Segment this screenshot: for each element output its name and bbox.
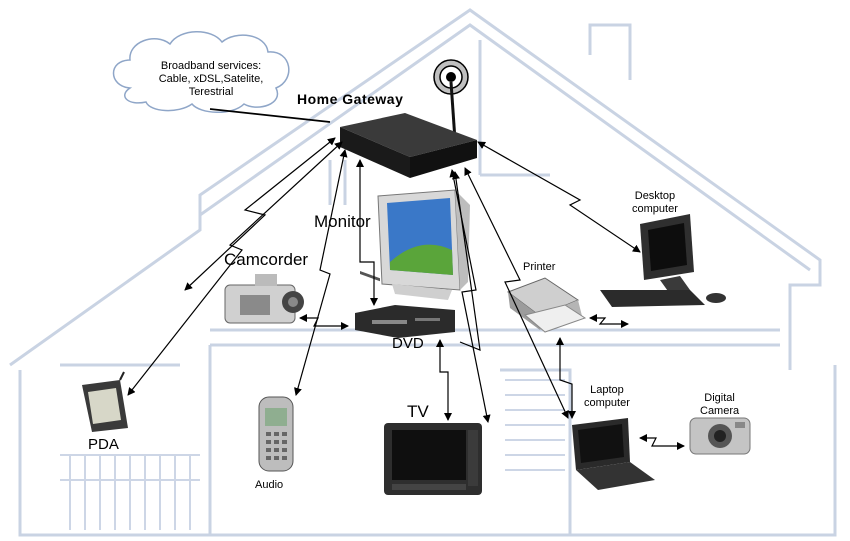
- arrow-laptop-camera: [639, 434, 685, 450]
- cloud-line-2: Cable, xDSL,Satelite,: [158, 73, 264, 86]
- camera-label-line-2: Camera: [700, 404, 740, 417]
- audio-phone-device-icon: [258, 396, 294, 472]
- laptop-label-line-2: computer: [584, 396, 630, 409]
- tv-device-icon: [384, 423, 482, 495]
- arrow-gateway-desktop: [477, 141, 641, 253]
- cloud-line-1: Broadband services:: [160, 60, 262, 72]
- arrow-printer-wireless: [589, 314, 629, 328]
- pda-label: PDA: [88, 436, 119, 453]
- dvd-player-device-icon: [355, 305, 455, 338]
- desktop-computer-device-icon: [600, 214, 726, 307]
- desktop-label-line-1: Desktop: [634, 190, 676, 202]
- arrow-gateway-audio: [294, 149, 348, 396]
- camera-label-line-1: Digital: [704, 392, 735, 404]
- cloud-link-line: [209, 108, 331, 123]
- home-gateway-device-icon: [340, 113, 477, 282]
- arrow-dvd-tv: [436, 339, 452, 421]
- gateway-label: Home Gateway: [297, 91, 404, 107]
- laptop-label-line-1: Laptop: [590, 384, 624, 396]
- cloud-text: Broadband services: Cable, xDSL,Satelite…: [136, 60, 286, 100]
- monitor-device-icon: [377, 189, 470, 300]
- desktop-label: Desktop computer: [632, 190, 678, 215]
- camera-label: Digital Camera: [700, 392, 739, 417]
- laptop-device-icon: [572, 418, 655, 490]
- arrow-gateway-dvd: [356, 159, 378, 306]
- camcorder-label: Camcorder: [224, 250, 309, 269]
- desktop-label-line-2: computer: [632, 202, 678, 215]
- dvd-label: DVD: [392, 335, 424, 352]
- antenna-icon: [433, 59, 469, 141]
- camcorder-device-icon: [224, 274, 304, 324]
- monitor-label: Monitor: [314, 212, 371, 231]
- printer-label: Printer: [523, 261, 556, 273]
- arrow-gateway-pda: [127, 141, 343, 396]
- arrow-camcorder-dvd: [299, 314, 349, 330]
- laptop-label: Laptop computer: [584, 384, 630, 409]
- printer-device-icon: [506, 277, 587, 333]
- digital-camera-device-icon: [689, 417, 751, 455]
- arrow-gateway-laptop: [464, 167, 569, 419]
- connection-arrows: [127, 137, 685, 450]
- pda-device-icon: [82, 371, 128, 432]
- tv-label: TV: [407, 402, 429, 421]
- arrow-gateway-dvd-2: [452, 171, 481, 351]
- broadband-cloud: [112, 31, 290, 113]
- house-railing: [60, 379, 565, 530]
- cloud-line-3: Terestrial: [188, 86, 234, 99]
- arrow-printer-laptop: [556, 337, 576, 419]
- audio-label: Audio: [255, 479, 284, 491]
